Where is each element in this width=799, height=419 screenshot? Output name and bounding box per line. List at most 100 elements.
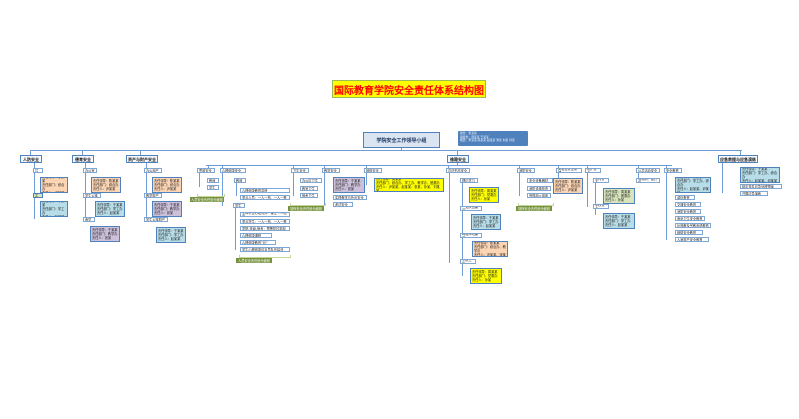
branch-node-s4a: 实践教学与外出安全 [333,195,367,200]
branch-node-s2b6: 学生心理健康信息员队伍建设 [240,247,290,252]
connector-line [366,165,367,168]
connector-line [199,173,200,187]
responsibility-box-c3c_r: 责任领导：于某某 责任部门：学工办 责任人：赵某某 [156,227,186,243]
responsibility-box-s6c_r: 责任领导：陈某某 责任部门：综合办、教学办 责任人：尹某某、张某 [472,241,508,257]
category-node-c4: 维稳安全 [447,155,469,163]
connector-line [587,165,588,168]
branch-node-s11: 安全教育 [664,168,682,173]
connector-line [235,208,236,250]
branch-node-c3c: 学生公寓财产 [144,217,168,222]
connector-line [519,173,520,196]
responsibility-box-s5_r: 责任领导：周某某 责任部门：综合办、学工办、教学办、团委办 责任人：尹某某、赵某… [374,178,444,192]
branch-node-s3a: 办公区卫生 [300,178,322,183]
connector-line [34,163,35,219]
responsibility-box-s6b_r: 责任领导：于某某 责任部门：学工办 责任人：赵某某 [471,214,501,230]
branch-node-s7c: 违规用火用电 [527,193,551,198]
branch-node-s5: 网络安全 [364,168,382,173]
responsibility-box-s9a_r: 责任领导：周某某 责任部门：团委办 责任人：孙某 [603,188,635,204]
connector-line [206,165,672,166]
category-node-c3: 资产与财产安全 [126,155,158,163]
branch-node-s10: 公共活动安全 [636,168,660,173]
branch-node-s6: 意识形态安全 [446,168,470,173]
branch-node-s2b4: 心理健康课程 [240,233,272,238]
responsibility-box-c3a_r: 责任领导：陈某某 责任部门：综合办 责任人：尹某某 [152,177,182,193]
branch-node-s2b3: 学院-班级-宿舍：预警防控机制 [240,226,290,231]
connector-line [146,163,147,221]
rule-label-s1_o: 人员安全责任划分细则 [190,197,224,202]
responsibility-box-s8_r: 责任领导：陈某某 责任部门：综合办 责任人：尹某某 [553,178,583,194]
branch-node-s9: 防护安全 [585,168,601,173]
category-node-c5: 应急救援与应急演练 [718,155,758,163]
connector-line [558,165,559,168]
branch-node-s2a: 教师 [234,178,246,183]
connector-line [558,173,559,178]
branch-node-s3: 卫生安全 [291,168,309,173]
connector-line [366,173,367,185]
responsibility-box-s6a_r: 责任领导：周某某 责任部门：党委办 责任人：孙某 [469,187,499,203]
branch-node-s1b: 学生 [207,185,219,190]
branch-node-s6c: 网络阵地建设 [460,233,482,238]
branch-node-s11g: 人身财产安全教育 [675,237,709,242]
bracket [197,194,225,197]
branch-node-c5a: 制定事件应急处理预案 [740,184,782,189]
branch-node-s7a: 安全设备器材 [527,178,553,183]
bracket [518,203,554,206]
connector-line [449,173,450,263]
branch-node-c2a: 办公室 [83,168,97,173]
responsibility-box-c2c_r: 责任领导：于某某 责任部门：教学办 责任人：张某 [90,226,120,242]
connector-line [448,165,449,168]
branch-node-s3c: 宿舍卫生 [300,193,318,198]
connector-line [457,150,458,155]
branch-node-s2: 心理健康安全 [220,168,246,173]
branch-node-s6a: 理论学习 [460,178,478,183]
connector-line [457,163,458,165]
branch-node-s2a2: 重点人员：一人一档、一人一策 [240,195,290,200]
branch-node-c1a: 教师 [33,168,43,173]
branch-node-c2b: 学生公寓 [83,193,101,198]
connector-line [722,163,723,193]
connector-line [30,150,742,151]
chart-title: 国际教育学院安全责任体系结构图 [332,80,486,98]
branch-node-c5b: 开展应急演练 [740,191,768,196]
responsibility-box-c5_r: 责任领导：于某某 责任部门：学工办、综合办 责任人：赵某某、尹某某 [740,167,780,183]
connector-line [293,165,294,168]
branch-node-s10a: 活动前、备方案 [636,178,660,183]
branch-node-s11a: 诚信教育 [675,195,695,200]
branch-node-s9b: 学校安全 [593,204,609,209]
connector-line [638,165,639,168]
branch-node-s11d: 食品卫生安全教育 [675,216,705,221]
responsibility-box-c1b: 学生 [33,193,43,198]
leader-info-box: 组长：张某某 副组长：周某某 于某某 成员：尹某某 陈某某 赵某某 张某 刘某 … [458,131,528,146]
branch-node-s1: 思政安全 [197,168,215,173]
responsibility-box-s6d_r: 责任领导：周某某 责任部门：党委办 责任人：孙某 [470,268,502,284]
branch-node-s8: 实验室安全管理 [556,168,582,173]
connector-line [293,173,294,196]
responsibility-box-s11_r: 责任领导：于某某 责任部门：学工办、综合办 责任人：赵某某、尹某某 [675,177,711,193]
branch-node-s6b: 三支队伍建设 [460,206,482,211]
connector-line [595,183,596,215]
connector-line [208,165,209,168]
connector-line [638,173,639,178]
rule-label-s2_o: 人员安全责任划分细则 [236,258,272,263]
connector-line [324,173,325,205]
branch-node-s2a1: 心理健康教育讲座 [240,188,290,193]
bracket [239,255,291,258]
connector-line [30,150,31,155]
connector-line [587,173,588,207]
connector-line [236,183,237,196]
connector-line [462,183,463,276]
connector-line [85,163,86,221]
branch-node-s11e: 反邪教及宗教渗透教育 [675,223,711,228]
rule-label-s7_o: 场所安全责任划分细则 [516,206,552,211]
bracket [290,203,326,206]
branch-node-s4: 教学安全 [322,168,340,173]
branch-node-c3a: 办公用产 [144,168,162,173]
branch-node-s3b: 教室卫生 [300,186,318,191]
connector-line [519,165,520,168]
category-node-c2: 德育安全 [72,155,94,163]
leader-group-node: 学院安全工作领导小组 [363,132,440,148]
connector-line [140,150,141,155]
branch-node-c2c: 食堂 [83,217,95,222]
category-node-c1: 人防安全 [20,155,42,163]
branch-node-s6d: 宗教工作 [460,259,476,264]
